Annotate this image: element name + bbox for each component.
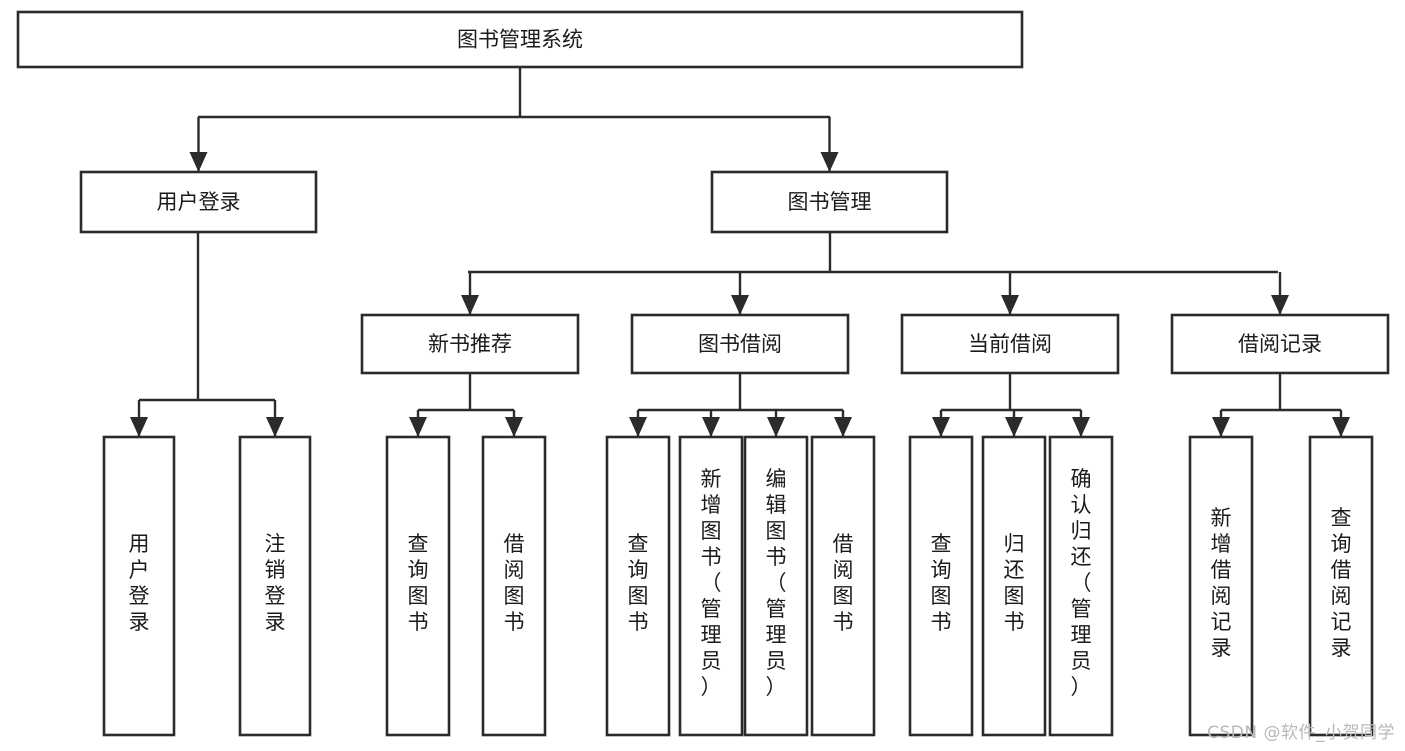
arrow-down-icon: [409, 417, 427, 437]
arrow-down-icon: [932, 417, 950, 437]
node-box: [678, 435, 744, 737]
arrow-down-icon: [1212, 417, 1230, 437]
arrow-down-icon: [731, 295, 749, 315]
arrow-down-icon: [130, 417, 148, 437]
arrow-down-icon: [1001, 295, 1019, 315]
node-box: [1188, 435, 1254, 737]
leaf-leaf-confirm-return[interactable]: 确认归还（管理员）: [1048, 435, 1114, 737]
leaf-leaf-add-record[interactable]: 新增借阅记录: [1188, 435, 1254, 737]
leaf-leaf-query-book-1[interactable]: 查询图书: [385, 435, 451, 737]
leaf-leaf-edit-book[interactable]: 编辑图书（管理员）: [743, 435, 809, 737]
leaf-leaf-user-login[interactable]: 用户登录: [102, 435, 176, 737]
node-box: [16, 10, 1024, 69]
node-label: 查询借阅记录: [1331, 506, 1352, 660]
connectors-layer: [130, 67, 1350, 437]
node-box: [981, 435, 1047, 737]
arrow-down-icon: [834, 417, 852, 437]
node-box: [1170, 313, 1390, 375]
node-label: 借阅图书: [833, 532, 854, 634]
node-box: [1308, 435, 1374, 737]
leaf-leaf-return-book[interactable]: 归还图书: [981, 435, 1047, 737]
node-box: [102, 435, 176, 737]
leaf-leaf-add-book[interactable]: 新增图书（管理员）: [678, 435, 744, 737]
node-label: 借阅图书: [504, 532, 525, 634]
node-label: 图书管理系统: [457, 28, 583, 52]
node-box: [79, 170, 318, 234]
leaf-leaf-query-book-3[interactable]: 查询图书: [908, 435, 974, 737]
node-borrow-record[interactable]: 借阅记录: [1170, 313, 1390, 375]
node-user-login[interactable]: 用户登录: [79, 170, 318, 234]
node-box: [710, 170, 949, 234]
arrow-down-icon: [1332, 417, 1350, 437]
node-box: [238, 435, 312, 737]
node-label: 确认归还（管理员）: [1071, 467, 1092, 699]
arrow-down-icon: [1072, 417, 1090, 437]
node-label: 归还图书: [1004, 532, 1025, 634]
node-label: 查询图书: [408, 532, 429, 634]
node-box: [481, 435, 547, 737]
node-root[interactable]: 图书管理系统: [16, 10, 1024, 69]
node-label: 查询图书: [931, 532, 952, 634]
node-box: [385, 435, 451, 737]
node-box: [605, 435, 671, 737]
arrow-down-icon: [189, 152, 208, 172]
node-box: [900, 313, 1120, 375]
nodes-layer: 图书管理系统用户登录图书管理新书推荐图书借阅当前借阅借阅记录用户登录注销登录查询…: [16, 10, 1390, 737]
node-label: 新书推荐: [428, 332, 512, 356]
node-label: 用户登录: [157, 190, 241, 214]
arrow-down-icon: [820, 152, 839, 172]
node-book-borrow[interactable]: 图书借阅: [630, 313, 850, 375]
leaf-leaf-user-logout[interactable]: 注销登录: [238, 435, 312, 737]
node-box: [810, 435, 876, 737]
node-label: 图书借阅: [698, 332, 782, 356]
node-new-book-recommend[interactable]: 新书推荐: [360, 313, 580, 375]
node-box: [360, 313, 580, 375]
arrow-down-icon: [702, 417, 720, 437]
node-current-borrow[interactable]: 当前借阅: [900, 313, 1120, 375]
arrow-down-icon: [505, 417, 523, 437]
node-box: [908, 435, 974, 737]
leaf-leaf-query-record[interactable]: 查询借阅记录: [1308, 435, 1374, 737]
node-label: 新增图书（管理员）: [701, 467, 722, 699]
node-label: 借阅记录: [1238, 332, 1322, 356]
node-label: 当前借阅: [968, 332, 1052, 356]
arrow-down-icon: [767, 417, 785, 437]
arrow-down-icon: [1271, 295, 1289, 315]
leaf-leaf-borrow-book-1[interactable]: 借阅图书: [481, 435, 547, 737]
node-box: [743, 435, 809, 737]
node-label: 查询图书: [628, 532, 649, 634]
node-label: 编辑图书（管理员）: [766, 467, 787, 699]
leaf-leaf-query-book-2[interactable]: 查询图书: [605, 435, 671, 737]
node-label: 用户登录: [129, 532, 150, 634]
arrow-down-icon: [629, 417, 647, 437]
node-label: 图书管理: [788, 190, 872, 214]
arrow-down-icon: [1005, 417, 1023, 437]
node-book-management[interactable]: 图书管理: [710, 170, 949, 234]
csdn-watermark: CSDN @软件_小贺同学: [1207, 723, 1395, 743]
arrow-down-icon: [266, 417, 284, 437]
arrow-down-icon: [461, 295, 479, 315]
node-label: 注销登录: [265, 532, 286, 634]
node-label: 新增借阅记录: [1211, 506, 1232, 660]
leaf-leaf-borrow-book-2[interactable]: 借阅图书: [810, 435, 876, 737]
node-box: [630, 313, 850, 375]
node-box: [1048, 435, 1114, 737]
